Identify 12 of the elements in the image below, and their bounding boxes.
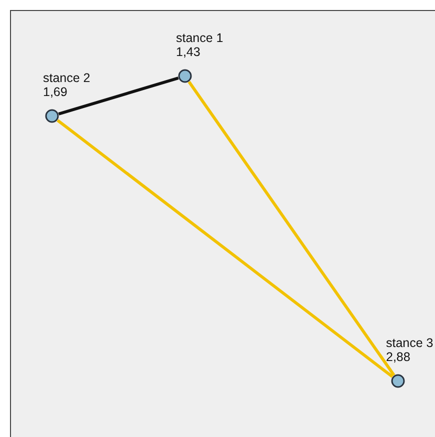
connector-line (56, 119, 394, 378)
point-name: stance 3 (386, 336, 434, 350)
connector-line (58, 76, 179, 116)
point-value: 2,88 (386, 350, 410, 364)
point-name: stance 2 (43, 71, 90, 85)
point-marker (391, 374, 405, 388)
point-value: 1,43 (176, 45, 200, 59)
point-value: 1,69 (43, 85, 68, 99)
point-marker (178, 69, 192, 83)
connector-line (188, 80, 396, 376)
point-name: stance 1 (176, 31, 224, 45)
point-marker (45, 109, 59, 123)
